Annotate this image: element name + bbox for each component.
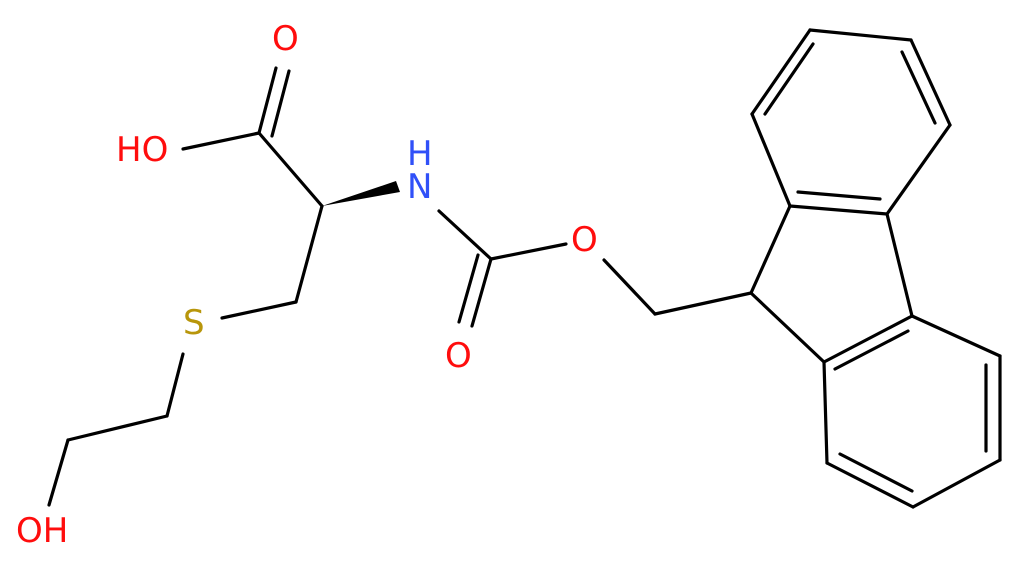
atom-label-carbamate-o: O xyxy=(445,336,472,376)
bond-c4a-c4b xyxy=(885,212,914,318)
atom-label-terminal-oh: OH xyxy=(16,511,69,551)
wedge-bond-calpha-n xyxy=(322,181,400,206)
atom-label-amide-n: N xyxy=(407,167,433,207)
bond-c9-c9a xyxy=(749,204,792,295)
bond-c-o-double-a xyxy=(257,66,278,135)
ring1-bond-4 xyxy=(808,28,913,42)
bond-c9-c8a xyxy=(749,291,826,364)
bond-ch2-oh xyxy=(47,438,70,507)
ring2-inner-1 xyxy=(833,329,910,371)
atom-label-carbonyl-o: O xyxy=(272,19,299,59)
bond-n-c-carbamate xyxy=(437,209,493,261)
bond-carbamate-o-double-a xyxy=(470,257,493,328)
ring2-inner-5 xyxy=(838,452,914,493)
bond-calpha-ch2 xyxy=(294,204,324,304)
bond-o-ch2 xyxy=(602,258,657,316)
bond-ch2-s xyxy=(220,300,298,320)
ring2-bond-5 xyxy=(825,461,915,509)
bond-ch2-ch2 xyxy=(66,414,169,442)
ring1-bond-1 xyxy=(788,204,889,216)
bond-carbamate-o-ester xyxy=(489,242,568,261)
ring2-bond-2 xyxy=(910,314,1002,358)
bond-s-ch2 xyxy=(165,352,185,418)
ring1-bond-3 xyxy=(909,38,952,127)
ring1-inner-5 xyxy=(763,42,815,116)
bond-ch2-c9 xyxy=(653,291,753,316)
bond-ho-c xyxy=(181,131,261,151)
ring2-bond-6 xyxy=(822,360,829,465)
ring1-inner-1 xyxy=(796,190,882,201)
atom-label-amide-h: H xyxy=(407,134,433,174)
bond-carbamate-o-double-b xyxy=(457,253,480,324)
ring1-bond-5 xyxy=(750,28,812,116)
atom-label-thioether-s: S xyxy=(183,303,205,343)
bond-cooh-calpha xyxy=(257,131,324,208)
ring1-inner-3 xyxy=(900,50,937,125)
ring2-bond-1 xyxy=(822,314,914,364)
ring1-bond-6 xyxy=(750,112,792,208)
ring2-bond-4 xyxy=(911,458,1002,509)
atom-label-ester-o: O xyxy=(571,220,598,260)
bond-c-o-double-b xyxy=(270,69,291,138)
atom-label-carboxyl-oh: HO xyxy=(116,130,169,170)
ring1-bond-2 xyxy=(885,123,952,216)
